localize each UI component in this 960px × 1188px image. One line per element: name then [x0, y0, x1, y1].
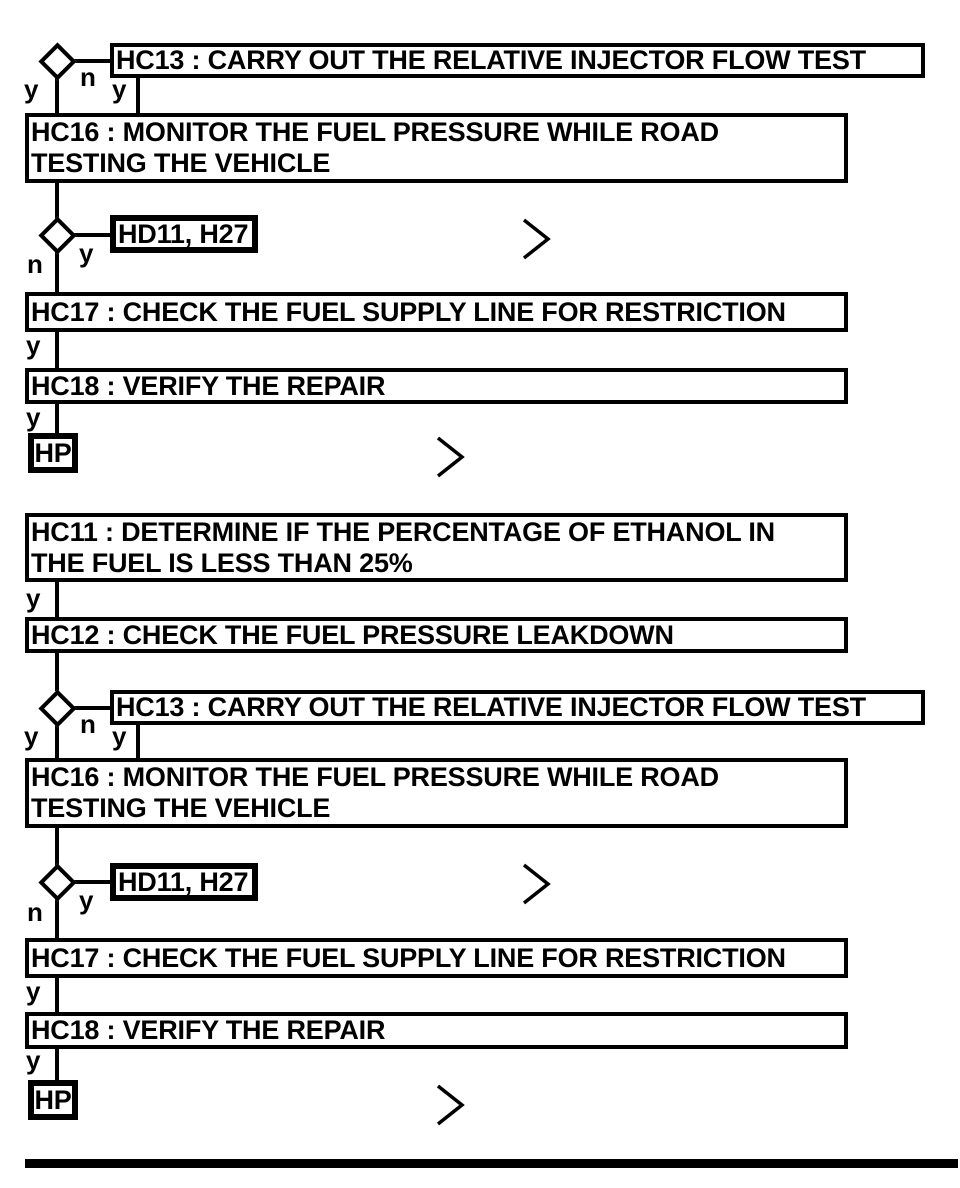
- connector-line: [136, 725, 140, 758]
- connector-line: [55, 332, 59, 368]
- chevron-right-icon: [436, 1084, 465, 1126]
- step-box-hc16-1: HC16 : MONITOR THE FUEL PRESSURE WHILE R…: [25, 113, 848, 183]
- branch-label-yes: y: [26, 402, 41, 432]
- connector-line: [55, 828, 59, 866]
- step-box-hc16-2: HC16 : MONITOR THE FUEL PRESSURE WHILE R…: [25, 758, 848, 828]
- decision-diamond-1: [38, 42, 77, 81]
- chevron-right-icon: [436, 436, 465, 478]
- step-box-hc12: HC12 : CHECK THE FUEL PRESSURE LEAKDOWN: [25, 617, 848, 653]
- decision-diamond-4: [38, 863, 77, 902]
- connector-line: [74, 233, 112, 237]
- branch-label-yes: y: [26, 330, 41, 360]
- connector-line: [55, 582, 59, 617]
- connector-line: [55, 251, 59, 292]
- connector-line: [55, 183, 59, 219]
- decision-diamond-3: [38, 689, 77, 728]
- branch-label-yes: y: [26, 976, 41, 1006]
- step-box-hc13-2: HC13 : CARRY OUT THE RELATIVE INJECTOR F…: [110, 690, 925, 725]
- branch-label-no: n: [27, 897, 43, 927]
- branch-label-yes: y: [26, 1045, 41, 1075]
- branch-label-yes: y: [24, 74, 39, 104]
- step-box-hc17-2: HC17 : CHECK THE FUEL SUPPLY LINE FOR RE…: [25, 938, 848, 978]
- branch-label-no: n: [80, 62, 96, 92]
- terminal-box-hp-1: HP: [28, 433, 78, 473]
- connector-line: [74, 59, 112, 63]
- connector-line: [55, 1049, 59, 1080]
- step-box-hc18-2: HC18 : VERIFY THE REPAIR: [25, 1012, 848, 1049]
- branch-label-yes: y: [112, 721, 127, 751]
- branch-label-yes: y: [79, 885, 94, 915]
- branch-label-yes: y: [79, 238, 94, 268]
- decision-diamond-2: [38, 216, 77, 255]
- connector-line: [55, 724, 59, 758]
- branch-label-yes: y: [112, 74, 127, 104]
- page-divider: [25, 1159, 958, 1168]
- step-box-hc11: HC11 : DETERMINE IF THE PERCENTAGE OF ET…: [25, 513, 848, 582]
- connector-line: [55, 898, 59, 938]
- connector-line: [55, 978, 59, 1012]
- connector-line: [136, 78, 140, 113]
- chevron-right-icon: [522, 863, 551, 905]
- branch-label-no: n: [27, 249, 43, 279]
- connector-line: [55, 404, 59, 435]
- branch-label-no: n: [80, 709, 96, 739]
- branch-label-yes: y: [24, 721, 39, 751]
- terminal-box-hp-2: HP: [28, 1080, 78, 1120]
- step-box-hc17-1: HC17 : CHECK THE FUEL SUPPLY LINE FOR RE…: [25, 292, 848, 332]
- step-box-hc18-1: HC18 : VERIFY THE REPAIR: [25, 368, 848, 404]
- connector-line: [55, 77, 59, 113]
- branch-label-yes: y: [26, 583, 41, 613]
- reference-box-hd11-2: HD11, H27: [110, 863, 258, 901]
- reference-box-hd11-1: HD11, H27: [110, 215, 258, 253]
- step-box-hc13-1: HC13 : CARRY OUT THE RELATIVE INJECTOR F…: [110, 43, 925, 78]
- connector-line: [55, 653, 59, 691]
- connector-line: [74, 880, 112, 884]
- connector-line: [74, 706, 112, 710]
- chevron-right-icon: [522, 218, 551, 260]
